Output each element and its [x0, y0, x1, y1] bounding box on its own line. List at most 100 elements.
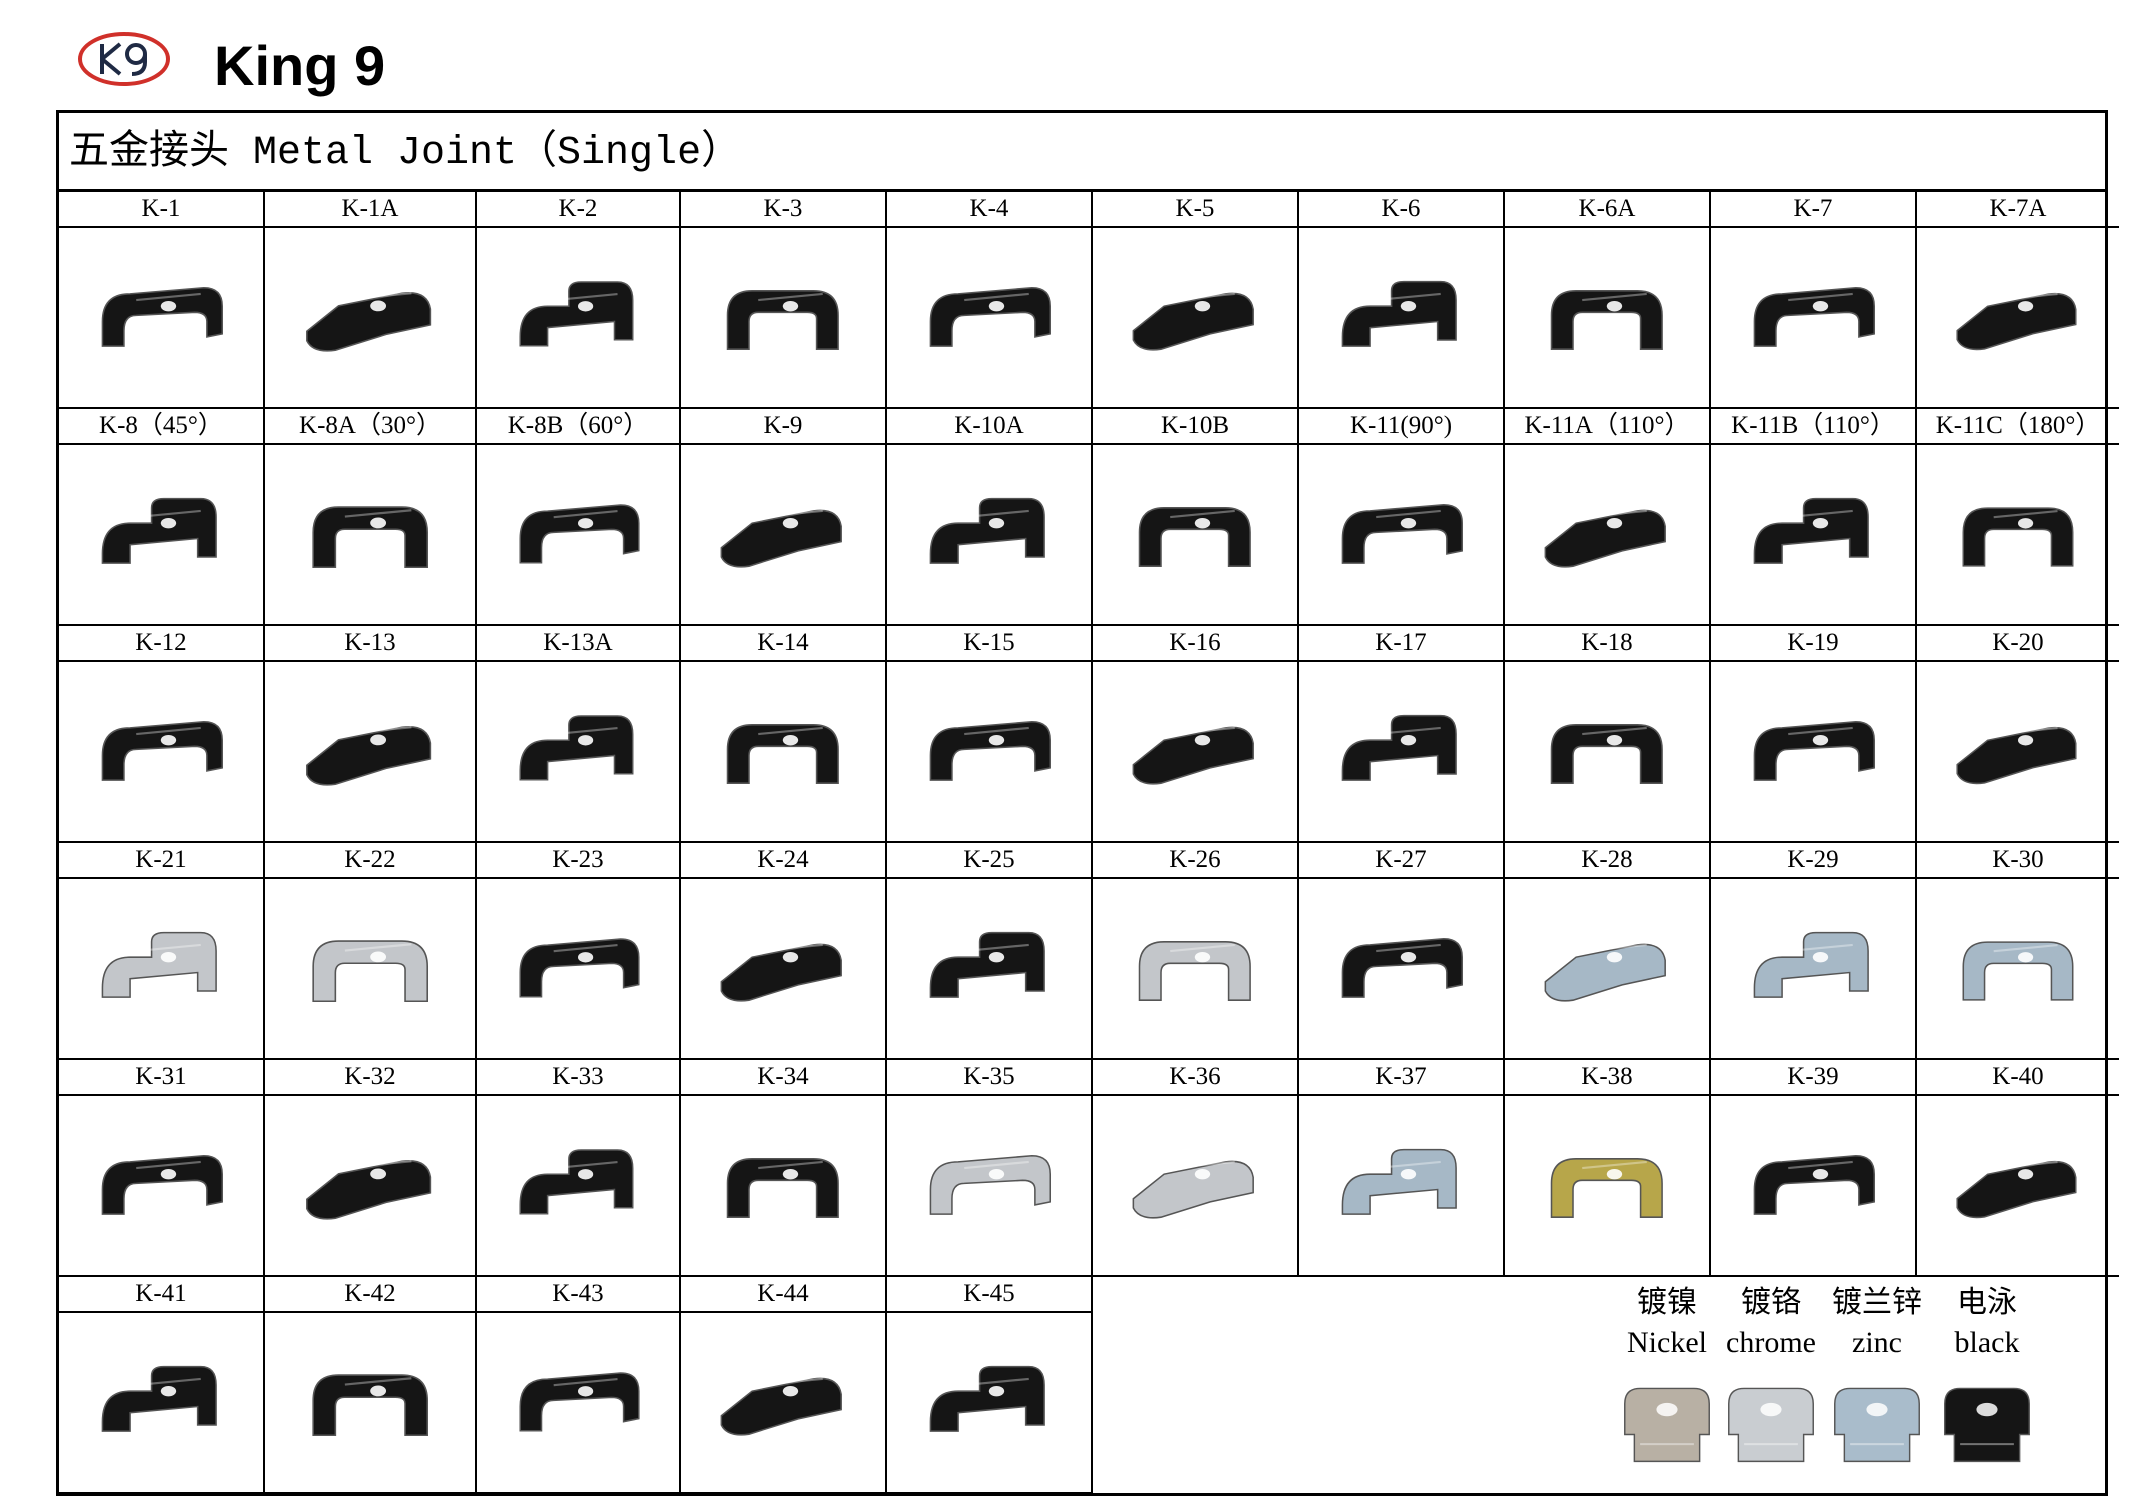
- product-cell: K-37: [1299, 1060, 1505, 1277]
- finish-sample-icon: [1624, 1387, 1710, 1463]
- finish-sample-icon: [1944, 1387, 2030, 1463]
- metal-joint-icon: [726, 290, 840, 351]
- product-code: K-21: [59, 843, 263, 879]
- product-code: K-28: [1505, 843, 1709, 879]
- product-photo: [65, 1098, 257, 1269]
- metal-joint-icon: [305, 726, 431, 786]
- sheet-title: 五金接头 Metal Joint（Single）: [69, 131, 742, 176]
- product-photo: [893, 447, 1085, 618]
- metal-joint-icon: [1138, 941, 1252, 1002]
- product-photo: [1305, 447, 1497, 618]
- product-code: K-11A（110°）: [1505, 409, 1709, 445]
- product-code: K-9: [681, 409, 885, 445]
- metal-joint-icon: [726, 724, 840, 785]
- product-cell: K-6A: [1505, 192, 1711, 409]
- product-photo: [271, 1098, 469, 1269]
- king9-logo: [76, 30, 172, 88]
- product-photo: [271, 881, 469, 1052]
- product-photo: [1923, 1098, 2113, 1269]
- product-cell: K-22: [265, 843, 477, 1060]
- metal-joint-icon: [312, 1374, 428, 1437]
- product-cell: K-16: [1093, 626, 1299, 843]
- metal-joint-icon: [1956, 727, 2077, 785]
- finish-name-cn: 镀铬: [1741, 1286, 1801, 1319]
- metal-joint-icon: [1550, 724, 1664, 785]
- metal-joint-icon: [519, 1149, 634, 1215]
- product-photo: [687, 1098, 879, 1269]
- product-cell: K-21: [59, 843, 265, 1060]
- product-code: K-15: [887, 626, 1091, 662]
- product-cell: K-20: [1917, 626, 2119, 843]
- product-cell: K-33: [477, 1060, 681, 1277]
- product-cell: K-1: [59, 192, 265, 409]
- product-code: K-33: [477, 1060, 679, 1096]
- product-cell: K-41: [59, 1277, 265, 1494]
- product-photo: [483, 664, 673, 835]
- finish-name-cn: 镀兰锌: [1832, 1286, 1922, 1319]
- metal-joint-icon: [1341, 280, 1458, 347]
- metal-joint-icon: [720, 943, 843, 1002]
- metal-joint-icon: [1962, 507, 2074, 567]
- product-cell: K-38: [1505, 1060, 1711, 1277]
- metal-joint-icon: [519, 1372, 640, 1432]
- metal-joint-icon: [305, 292, 431, 352]
- product-cell: K-8A（30°）: [265, 409, 477, 626]
- metal-joint-icon: [1753, 721, 1876, 781]
- metal-joint-icon: [1753, 497, 1870, 564]
- product-photo: [1511, 1098, 1703, 1269]
- finish-name-cn: 镀镍: [1637, 1286, 1697, 1319]
- product-photo: [1717, 230, 1909, 401]
- product-code: K-44: [681, 1277, 885, 1313]
- metal-joint-icon: [1132, 1160, 1255, 1219]
- finish-name-en: chrome: [1726, 1326, 1816, 1359]
- product-code: K-25: [887, 843, 1091, 879]
- product-code: K-10A: [887, 409, 1091, 445]
- product-code: K-7A: [1917, 192, 2119, 228]
- product-photo: [893, 881, 1085, 1052]
- product-photo: [893, 1098, 1085, 1269]
- product-photo: [1099, 664, 1291, 835]
- product-code: K-17: [1299, 626, 1503, 662]
- metal-joint-icon: [929, 287, 1052, 347]
- product-cell: K-11C（180°）: [1917, 409, 2119, 626]
- product-code: K-43: [477, 1277, 679, 1313]
- product-photo: [1923, 664, 2113, 835]
- product-cell: K-6: [1299, 192, 1505, 409]
- product-photo: [483, 1098, 673, 1269]
- product-cell: K-11(90°): [1299, 409, 1505, 626]
- product-code: K-23: [477, 843, 679, 879]
- finish-sample-icon: [1834, 1387, 1920, 1463]
- product-cell: K-19: [1711, 626, 1917, 843]
- product-photo: [483, 881, 673, 1052]
- product-cell: K-25: [887, 843, 1093, 1060]
- product-code: K-10B: [1093, 409, 1297, 445]
- product-code: K-37: [1299, 1060, 1503, 1096]
- product-cell: K-39: [1711, 1060, 1917, 1277]
- product-photo: [893, 664, 1085, 835]
- product-photo: [1305, 881, 1497, 1052]
- metal-joint-icon: [101, 1365, 218, 1432]
- product-code: K-34: [681, 1060, 885, 1096]
- metal-joint-icon: [101, 721, 224, 781]
- product-code: K-1: [59, 192, 263, 228]
- product-photo: [687, 664, 879, 835]
- product-photo: [65, 881, 257, 1052]
- product-code: K-29: [1711, 843, 1915, 879]
- product-code: K-45: [887, 1277, 1091, 1313]
- product-code: K-31: [59, 1060, 263, 1096]
- product-cell: K-8B（60°）: [477, 409, 681, 626]
- metal-joint-icon: [929, 1365, 1046, 1432]
- metal-joint-icon: [1753, 1155, 1876, 1215]
- metal-joint-icon: [929, 497, 1046, 564]
- metal-joint-icon: [1544, 509, 1667, 568]
- product-cell: K-10B: [1093, 409, 1299, 626]
- product-cell: K-26: [1093, 843, 1299, 1060]
- product-photo: [687, 230, 879, 401]
- metal-joint-icon: [1138, 507, 1252, 568]
- metal-joint-icon: [726, 1158, 840, 1219]
- metal-joint-icon: [519, 938, 640, 998]
- product-photo: [271, 230, 469, 401]
- metal-joint-icon: [519, 715, 634, 781]
